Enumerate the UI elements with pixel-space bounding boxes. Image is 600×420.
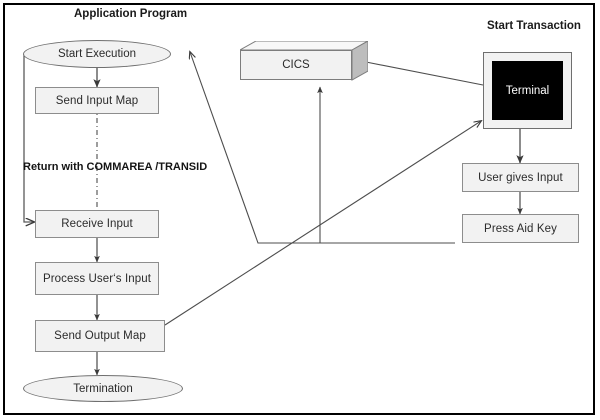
arrow-aid-key-to-start-execution [190,52,455,244]
link-cics-to-terminal [365,61,484,86]
node-receive-input[interactable]: Receive Input [35,210,159,238]
node-process-user-input[interactable]: Process User‘s Input [35,262,159,295]
node-send-output-map[interactable]: Send Output Map [35,320,165,352]
arrow-send-output-to-terminal [164,121,481,326]
loop-back-to-receive-input [23,54,34,222]
label-return-commarea-transid: Return with COMMAREA /TRANSID [23,161,208,173]
node-termination[interactable]: Termination [23,375,183,402]
node-user-gives-input[interactable]: User gives Input [462,163,579,192]
cics-3d-shape [240,41,368,81]
node-press-aid-key[interactable]: Press Aid Key [462,214,579,243]
node-send-input-map[interactable]: Send Input Map [35,87,159,114]
node-cics[interactable]: CICS [240,41,368,85]
cics-label: CICS [240,50,352,80]
terminal-screen: Terminal [492,61,563,120]
node-start-execution[interactable]: Start Execution [23,40,171,68]
heading-application-program: Application Program [74,8,188,20]
node-terminal[interactable]: Terminal [483,52,572,129]
heading-start-transaction: Start Transaction [487,20,581,32]
